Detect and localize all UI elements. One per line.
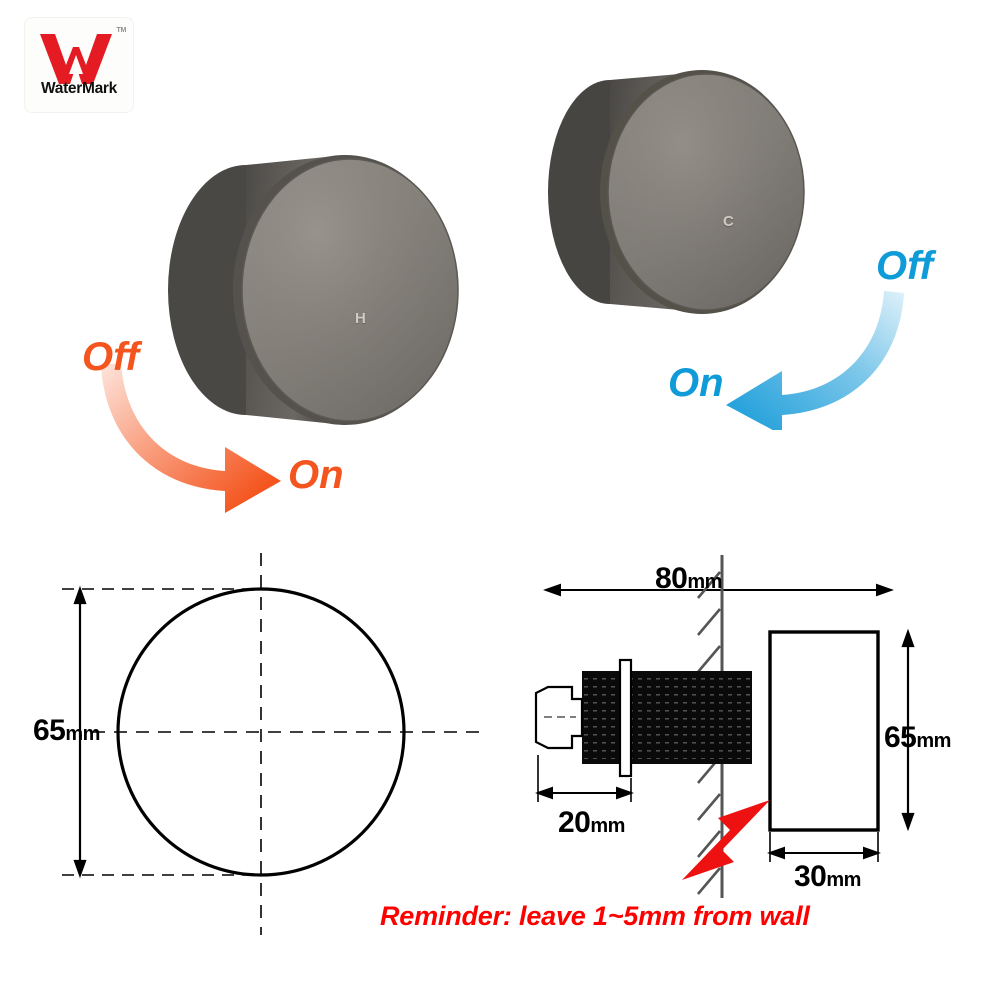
overall-length-value: 80: [655, 562, 688, 595]
wall-gap-pointer-icon: [682, 800, 770, 880]
knob-depth-unit: mm: [826, 869, 861, 891]
spindle-length-dimension: 20mm: [558, 806, 625, 840]
knob-depth-value: 30: [794, 860, 827, 893]
hot-knob-photo: [168, 155, 459, 425]
knob-height-unit: mm: [916, 730, 951, 752]
spindle-length-unit: mm: [590, 815, 625, 837]
spindle-length-value: 20: [558, 806, 591, 839]
hot-rotation-arrow-icon: [101, 363, 281, 513]
front-view-diameter-dimension: 65mm: [33, 714, 100, 748]
watermark-logo: TM WaterMark: [25, 18, 133, 112]
cold-off-label: Off: [876, 244, 934, 288]
installation-reminder-text: Reminder: leave 1~5mm from wall: [380, 901, 810, 931]
knob-depth-dimension: 30mm: [794, 860, 861, 894]
knob-height-dimension: 65mm: [884, 721, 951, 755]
front-view-diameter-value: 65: [33, 714, 66, 747]
front-view-drawing: [62, 553, 480, 935]
cold-on-label: On: [668, 361, 724, 405]
hot-on-label: On: [288, 453, 344, 497]
cold-knob-photo: [548, 70, 805, 314]
overall-length-dimension: 80mm: [655, 562, 722, 596]
side-view-drawing: [534, 555, 915, 898]
cold-rotation-arrow-icon: [726, 291, 904, 430]
hot-knob-face-letter: H: [355, 310, 367, 327]
hot-off-label: Off: [82, 335, 140, 379]
logo-wordmark: WaterMark: [41, 80, 117, 97]
watermark-w-icon: [40, 34, 112, 84]
trademark-symbol: TM: [116, 27, 126, 34]
cold-knob-face-letter: C: [723, 213, 735, 230]
front-view-diameter-unit: mm: [65, 723, 100, 745]
knob-height-value: 65: [884, 721, 917, 754]
overall-length-unit: mm: [687, 571, 722, 593]
